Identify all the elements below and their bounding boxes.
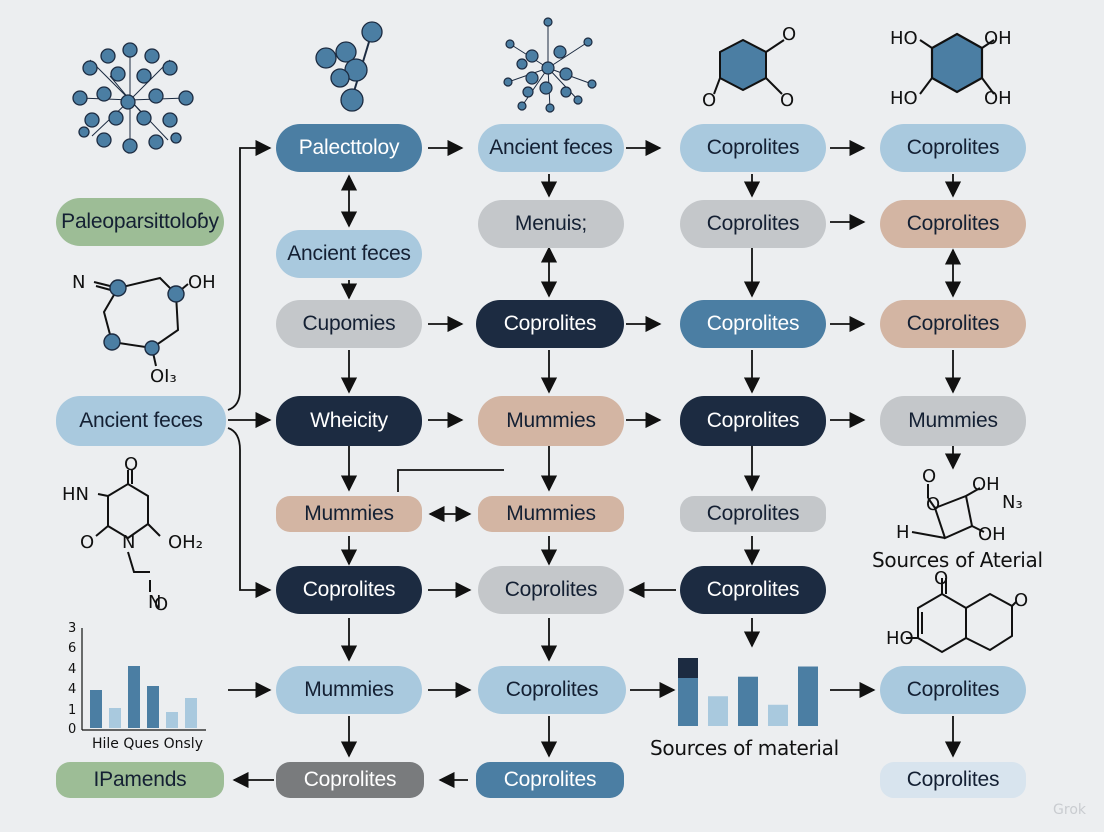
caption-sources-of-aterial: Sources of Aterial [872,548,1043,572]
molecule-star-icon [503,17,597,113]
chem-naph-o-right: O [1014,590,1029,611]
chem-ho-top-left: HO [890,28,918,49]
node-c2-r8[interactable]: Coprolites [476,762,624,798]
chem-pyr-o-left: O [80,532,95,553]
node-c2-r2[interactable]: Menuis; [478,200,624,248]
furan-molecule-icon [911,484,985,540]
node-c2-r1[interactable]: Ancient feces [478,124,624,172]
node-c2-r7[interactable]: Coprolites [478,666,626,714]
chem-ketone-o-right: O [780,90,795,111]
caption-sources-of-material: Sources of material [650,736,839,760]
chem-furan-o-top: O [922,466,937,487]
node-c1-r8[interactable]: Coprolites [276,762,424,798]
node-c3-r6[interactable]: Coprolites [680,566,826,614]
chem-furan-oh: OH [972,474,1000,495]
branch-up [227,139,272,411]
chart1-tick-4: 6 [68,641,77,656]
chart1-tick-0: 0 [68,722,77,737]
node-c4-r1[interactable]: Coprolites [880,124,1026,172]
chart1-bar-0 [90,690,102,728]
branch-down [227,427,272,599]
chem-oh-bottom-right: OH [984,88,1012,109]
hexagon-diol-icon [919,32,995,95]
chem-ring-oi3: OI₃ [150,366,177,387]
chart2-bar-1 [708,696,728,726]
chem-naph-ho: HO [886,628,914,649]
chart1-tick-3: 4 [68,662,77,677]
mini-bar-chart-left [81,628,206,731]
mini-chart-caption: Hile Ques Onsly [92,736,203,752]
chart1-bar-2 [128,666,140,728]
chem-ketone-o-top: O [782,24,797,45]
node-c4-r3[interactable]: Coprolites [880,300,1026,348]
chem-pyr-hn: HN [62,484,89,505]
molecule-cluster-icon [72,42,194,154]
watermark-text: Grok [1053,802,1086,818]
node-c2-r5[interactable]: Mummies [478,496,624,532]
node-paleoparasitology[interactable]: Paleoparsittoloɓy [56,198,224,246]
molecule-chain-icon [315,21,383,112]
chem-pyr-no-n: N [148,592,162,613]
ring-molecule-icon [93,276,189,367]
node-c1-r4[interactable]: Wheicity [276,396,422,446]
chart1-bar-3 [147,686,159,728]
chem-ring-n: N [72,272,86,293]
chart2-bar-3 [768,704,788,726]
node-c1-r2[interactable]: Ancient feces [276,230,422,278]
chart2-bar-4 [798,666,818,726]
hexagon-ketone-icon [713,38,785,95]
chem-naph-o-top: O [934,568,949,589]
node-c3-r4[interactable]: Coprolites [680,396,826,446]
node-c1-r5[interactable]: Mummies [276,496,422,532]
chart1-tick-5: 3 [68,621,77,636]
connector-r5 [397,469,504,492]
node-c2-r3[interactable]: Coprolites [476,300,624,348]
pyrimidine-molecule-icon [95,470,161,592]
naphthalene-molecule-icon [906,578,1017,654]
chem-pyr-n: N [122,532,136,553]
chart1-tick-2: 4 [68,682,77,697]
chem-furan-o-ring: O [926,494,941,515]
chem-ho-bottom-left: HO [890,88,918,109]
chart1-bar-4 [166,712,178,728]
chem-pyr-no-o: O [154,594,169,615]
chem-furan-oh-bottom: OH [978,524,1006,545]
chem-pyr-o-top: O [124,454,139,475]
chem-furan-h: H [896,522,910,543]
node-c1-r7[interactable]: Mummies [276,666,422,714]
chem-ketone-o-left: O [702,90,717,111]
node-c2-r6[interactable]: Coprolites [478,566,624,614]
node-c1-r6[interactable]: Coprolites [276,566,422,614]
node-c4-r8[interactable]: Coprolites [880,762,1026,798]
chart1-bar-1 [109,708,121,728]
chem-ring-oh: OH [188,272,216,293]
node-c3-r5[interactable]: Coprolites [680,496,826,532]
node-c1-r3[interactable]: Cupomies [276,300,422,348]
node-ancient-feces-left[interactable]: Ancient feces [56,396,226,446]
chem-oh-top-right: OH [984,28,1012,49]
chart1-tick-1: 1 [68,703,77,718]
chart2-bar-cap-0 [678,658,698,678]
chart1-bar-5 [185,698,197,728]
node-c1-r1[interactable]: Palecttoloy [276,124,422,172]
node-c3-r2[interactable]: Coprolites [680,200,826,248]
node-c2-r4[interactable]: Mummies [478,396,624,446]
chem-furan-n3: N₃ [1002,492,1023,513]
node-ipamends[interactable]: IPamends [56,762,224,798]
chart2-bar-2 [738,676,758,726]
node-c4-r2[interactable]: Coprolites [880,200,1026,248]
node-c3-r1[interactable]: Coprolites [680,124,826,172]
node-c4-r7[interactable]: Coprolites [880,666,1026,714]
mini-bar-chart-middle [678,658,818,726]
chem-pyr-oh2: OH₂ [168,532,203,553]
node-c3-r3[interactable]: Coprolites [680,300,826,348]
node-c4-r4[interactable]: Mummies [880,396,1026,446]
